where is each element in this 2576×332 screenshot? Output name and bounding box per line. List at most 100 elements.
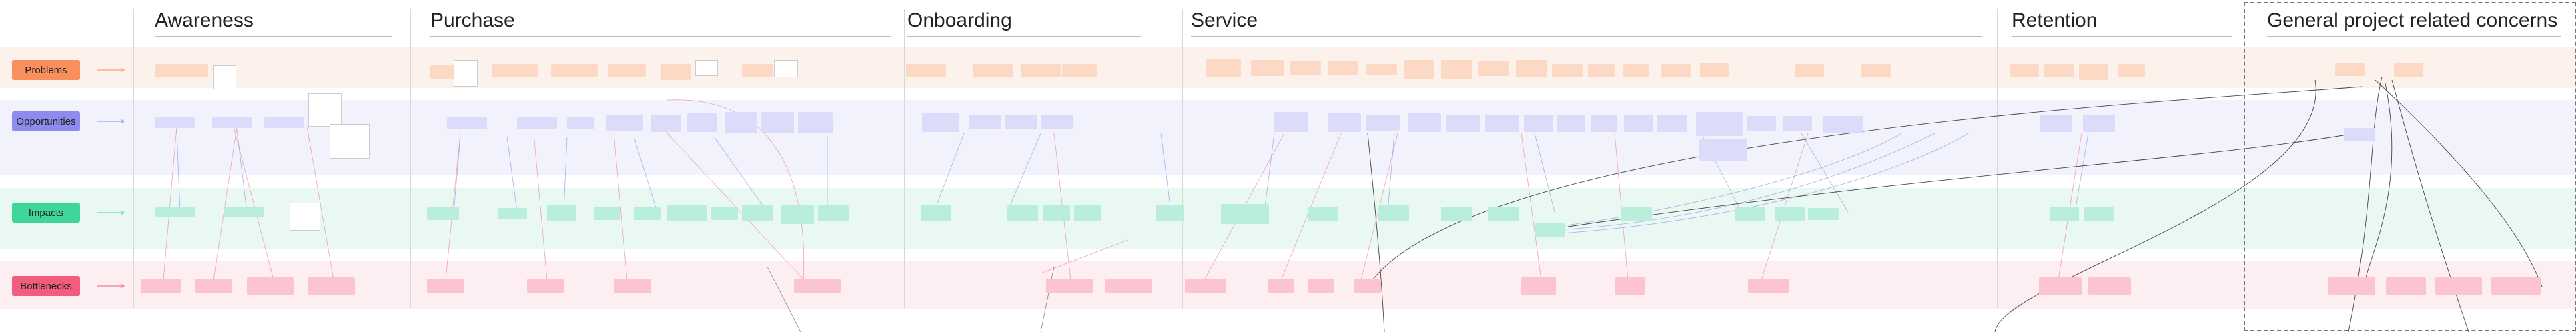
opportunity-card[interactable] bbox=[1274, 112, 1308, 132]
opportunity-card[interactable] bbox=[264, 117, 304, 128]
opportunity-card[interactable] bbox=[1485, 115, 1519, 132]
problem-card[interactable] bbox=[1404, 60, 1434, 79]
problem-card[interactable] bbox=[551, 64, 598, 77]
opportunity-card[interactable] bbox=[606, 115, 643, 131]
opportunity-card[interactable] bbox=[798, 112, 833, 133]
impact-card[interactable] bbox=[1808, 208, 1839, 220]
bottleneck-card[interactable] bbox=[1046, 279, 1093, 293]
opportunity-card[interactable] bbox=[761, 112, 794, 133]
impact-card[interactable] bbox=[547, 205, 576, 221]
bottleneck-card[interactable] bbox=[308, 277, 355, 295]
opportunity-card[interactable] bbox=[1524, 115, 1553, 132]
impact-card[interactable] bbox=[1007, 205, 1038, 221]
opportunity-card[interactable] bbox=[969, 115, 1001, 129]
impact-card[interactable] bbox=[742, 205, 773, 221]
opportunity-card[interactable] bbox=[1696, 112, 1743, 136]
problem-card[interactable] bbox=[1441, 60, 1472, 79]
impact-card[interactable] bbox=[1775, 207, 1805, 221]
opportunity-card[interactable] bbox=[212, 117, 252, 128]
opportunity-card[interactable] bbox=[517, 117, 557, 129]
problem-card[interactable] bbox=[1290, 61, 1321, 75]
impact-card[interactable] bbox=[1308, 207, 1338, 221]
bottleneck-card[interactable] bbox=[2491, 277, 2541, 295]
bottleneck-card[interactable] bbox=[1308, 279, 1334, 293]
impact-card[interactable] bbox=[781, 205, 814, 224]
bottleneck-card[interactable] bbox=[2328, 277, 2375, 295]
impact-card[interactable] bbox=[818, 205, 849, 221]
impact-card[interactable] bbox=[921, 205, 951, 221]
problem-card[interactable] bbox=[1328, 61, 1358, 75]
opportunity-card[interactable] bbox=[155, 117, 195, 128]
bottleneck-card[interactable] bbox=[1105, 279, 1152, 293]
opportunity-card[interactable] bbox=[1328, 113, 1361, 132]
opportunity-card[interactable] bbox=[1591, 115, 1617, 132]
problem-card[interactable] bbox=[906, 64, 946, 77]
problem-card[interactable] bbox=[1251, 60, 1284, 76]
impact-card[interactable] bbox=[1074, 205, 1101, 221]
problem-card[interactable] bbox=[1552, 64, 1583, 77]
impact-card[interactable] bbox=[498, 208, 527, 219]
opportunity-card[interactable] bbox=[2040, 115, 2072, 132]
bottleneck-card[interactable] bbox=[614, 279, 651, 293]
problem-card[interactable] bbox=[973, 64, 1013, 77]
opportunity-card[interactable] bbox=[2344, 128, 2375, 141]
opportunity-card[interactable] bbox=[2083, 115, 2115, 132]
impact-card[interactable] bbox=[2084, 207, 2114, 221]
opportunity-card[interactable] bbox=[1005, 115, 1037, 129]
impact-card[interactable] bbox=[427, 207, 459, 220]
bottleneck-card[interactable] bbox=[1748, 279, 1789, 293]
problem-card[interactable] bbox=[1366, 64, 1397, 75]
opportunity-card[interactable] bbox=[1408, 113, 1441, 132]
bottleneck-card[interactable] bbox=[2088, 277, 2131, 295]
opportunity-card[interactable] bbox=[1366, 115, 1400, 131]
opportunity-card[interactable] bbox=[1446, 115, 1480, 132]
problem-card[interactable] bbox=[155, 64, 208, 77]
impact-card[interactable] bbox=[1735, 207, 1765, 221]
impact-card[interactable] bbox=[1378, 205, 1409, 221]
problem-card[interactable] bbox=[2335, 63, 2365, 76]
opportunity-card[interactable] bbox=[1624, 115, 1653, 132]
problem-card[interactable] bbox=[492, 64, 538, 77]
opportunity-card[interactable] bbox=[1783, 116, 1812, 131]
bottleneck-card[interactable] bbox=[527, 279, 564, 293]
problem-card[interactable] bbox=[1623, 64, 1649, 77]
opportunity-card[interactable] bbox=[1041, 115, 1073, 129]
problem-card[interactable] bbox=[2044, 64, 2074, 77]
opportunity-card[interactable] bbox=[1823, 116, 1863, 133]
problem-card[interactable] bbox=[1516, 60, 1547, 77]
problem-card[interactable] bbox=[1021, 64, 1061, 77]
problem-card[interactable] bbox=[1478, 61, 1509, 76]
problem-card[interactable] bbox=[1661, 64, 1691, 77]
problem-card[interactable] bbox=[1206, 59, 1241, 77]
opportunity-card[interactable] bbox=[687, 113, 717, 132]
bottleneck-card[interactable] bbox=[427, 279, 464, 293]
impact-card[interactable] bbox=[1621, 207, 1652, 221]
opportunity-card[interactable] bbox=[922, 113, 959, 132]
bottleneck-card[interactable] bbox=[794, 279, 841, 293]
bottleneck-card[interactable] bbox=[2386, 277, 2426, 295]
problem-card[interactable] bbox=[742, 64, 773, 77]
bottleneck-card[interactable] bbox=[195, 279, 232, 293]
bottleneck-card[interactable] bbox=[1615, 277, 1645, 295]
bottleneck-card[interactable] bbox=[247, 277, 294, 295]
impact-card[interactable] bbox=[1043, 205, 1070, 221]
problem-card[interactable] bbox=[2079, 64, 2108, 80]
problem-card[interactable] bbox=[1700, 63, 1729, 77]
problem-card[interactable] bbox=[2118, 64, 2145, 77]
impact-card[interactable] bbox=[155, 207, 195, 217]
opportunity-card[interactable] bbox=[725, 112, 757, 133]
problem-card[interactable] bbox=[608, 64, 646, 77]
impact-card[interactable] bbox=[594, 207, 620, 220]
impact-card[interactable] bbox=[224, 207, 264, 217]
opportunity-card[interactable] bbox=[1557, 115, 1585, 132]
impact-card[interactable] bbox=[1441, 207, 1472, 221]
bottleneck-card[interactable] bbox=[1185, 279, 1226, 293]
impact-card[interactable] bbox=[1488, 207, 1519, 221]
bottleneck-card[interactable] bbox=[141, 279, 181, 293]
bottleneck-card[interactable] bbox=[1268, 279, 1294, 293]
opportunity-card[interactable] bbox=[1657, 115, 1687, 132]
opportunity-card[interactable] bbox=[1699, 139, 1747, 161]
bottleneck-card[interactable] bbox=[2039, 277, 2082, 295]
problem-card[interactable] bbox=[1861, 64, 1891, 77]
opportunity-card[interactable] bbox=[567, 117, 594, 129]
